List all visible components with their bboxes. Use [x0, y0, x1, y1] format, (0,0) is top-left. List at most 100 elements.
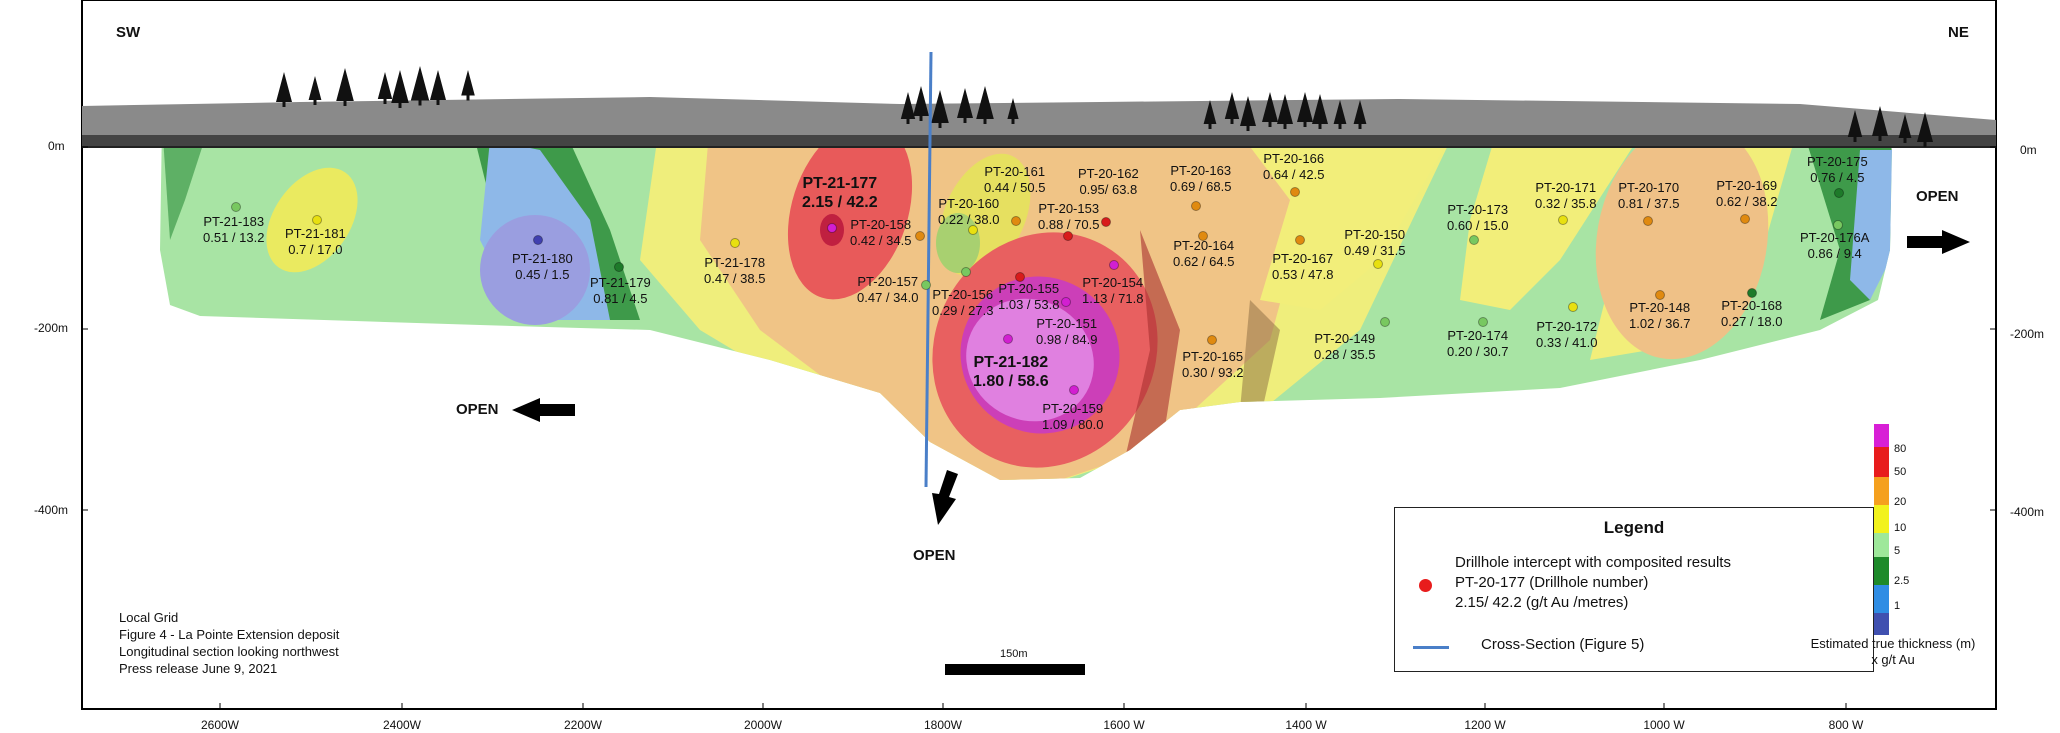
- drillhole-marker: [1061, 297, 1071, 307]
- easting-label: 1200 W: [1464, 718, 1506, 732]
- drillhole-marker: [231, 202, 241, 212]
- ramp-tick-1: 1: [1894, 600, 1901, 612]
- drillhole-marker: [827, 223, 837, 233]
- depth-label-0: 0m: [48, 139, 65, 153]
- easting-label: 800 W: [1828, 718, 1864, 732]
- easting-label: 1800W: [923, 718, 963, 732]
- depth-label-right-200: -200m: [2010, 327, 2045, 341]
- drillhole-marker: [1101, 217, 1111, 227]
- drillhole-marker: [1558, 215, 1568, 225]
- easting-label: 1000 W: [1643, 718, 1685, 732]
- open-arrow-down: [932, 470, 958, 525]
- tree-icon: [1353, 100, 1367, 124]
- note-figure: Figure 4 - La Pointe Extension deposit: [119, 627, 340, 642]
- tree-icon: [976, 86, 994, 119]
- legend-intercept-line3: 2.15/ 42.2 (g/t Au /metres): [1455, 594, 1629, 611]
- grade-color-ramp: [1874, 424, 1889, 635]
- ramp-swatch: [1874, 447, 1889, 477]
- tree-icons: [276, 66, 1933, 147]
- ramp-tick-80: 80: [1894, 443, 1907, 455]
- drillhole-marker: [1063, 231, 1073, 241]
- ramp-swatch: [1874, 477, 1889, 505]
- drillhole-marker: [1373, 259, 1383, 269]
- tree-icon: [1224, 92, 1240, 119]
- drillhole-marker: [1109, 260, 1119, 270]
- tree-icon: [308, 76, 322, 100]
- open-arrow-right: [1907, 230, 1970, 254]
- tree-icon: [957, 88, 973, 118]
- tree-icon: [276, 72, 292, 102]
- tree-icon: [410, 66, 430, 101]
- ramp-swatch: [1874, 613, 1889, 635]
- ramp-tick-10: 10: [1894, 522, 1907, 534]
- intercept-marker-icon: [1419, 579, 1432, 592]
- tree-icon: [1277, 94, 1293, 124]
- open-arrow-left: [512, 398, 575, 422]
- drillhole-marker: [1568, 302, 1578, 312]
- open-label-right: OPEN: [1916, 188, 1959, 205]
- legend-title: Legend: [1603, 518, 1665, 537]
- drillhole-marker: [1747, 288, 1757, 298]
- tree-icon: [900, 92, 916, 119]
- drillhole-marker: [1069, 385, 1079, 395]
- drillhole-marker: [921, 280, 931, 290]
- ramp-swatch: [1874, 533, 1889, 557]
- ramp-tick-2-5: 2.5: [1894, 575, 1910, 587]
- legend: Legend Drillhole intercept with composit…: [1394, 507, 1874, 672]
- ramp-tick-20: 20: [1894, 496, 1907, 508]
- drillhole-marker: [1198, 231, 1208, 241]
- easting-label: 2000W: [743, 718, 783, 732]
- drillhole-marker: [1469, 235, 1479, 245]
- ramp-swatch: [1874, 424, 1889, 447]
- drillhole-marker: [1655, 290, 1665, 300]
- note-date: Press release June 9, 2021: [119, 661, 278, 676]
- easting-label: 2400W: [382, 718, 422, 732]
- tree-icon: [913, 86, 929, 116]
- tree-icon: [1007, 98, 1019, 119]
- ramp-swatch: [1874, 557, 1889, 585]
- tree-icon: [1240, 96, 1256, 126]
- drillhole-marker: [1290, 187, 1300, 197]
- tree-icon: [1917, 112, 1933, 142]
- tree-icon: [461, 70, 475, 96]
- ne-label: NE: [1948, 24, 1969, 41]
- note-grid: Local Grid: [119, 610, 179, 625]
- tree-icon: [391, 70, 409, 103]
- tree-icon: [1872, 106, 1888, 136]
- drillhole-marker: [614, 262, 624, 272]
- tree-icon: [931, 90, 949, 123]
- tree-icon: [377, 72, 393, 99]
- tree-icon: [1847, 110, 1863, 137]
- note-orientation: Longitudinal section looking northwest: [119, 644, 339, 659]
- easting-label: 1400 W: [1285, 718, 1327, 732]
- drillhole-marker: [915, 231, 925, 241]
- drillhole-marker: [312, 215, 322, 225]
- drillhole-marker: [1478, 317, 1488, 327]
- drillhole-marker: [1207, 335, 1217, 345]
- tree-icon: [1312, 94, 1328, 124]
- drillhole-marker: [1011, 216, 1021, 226]
